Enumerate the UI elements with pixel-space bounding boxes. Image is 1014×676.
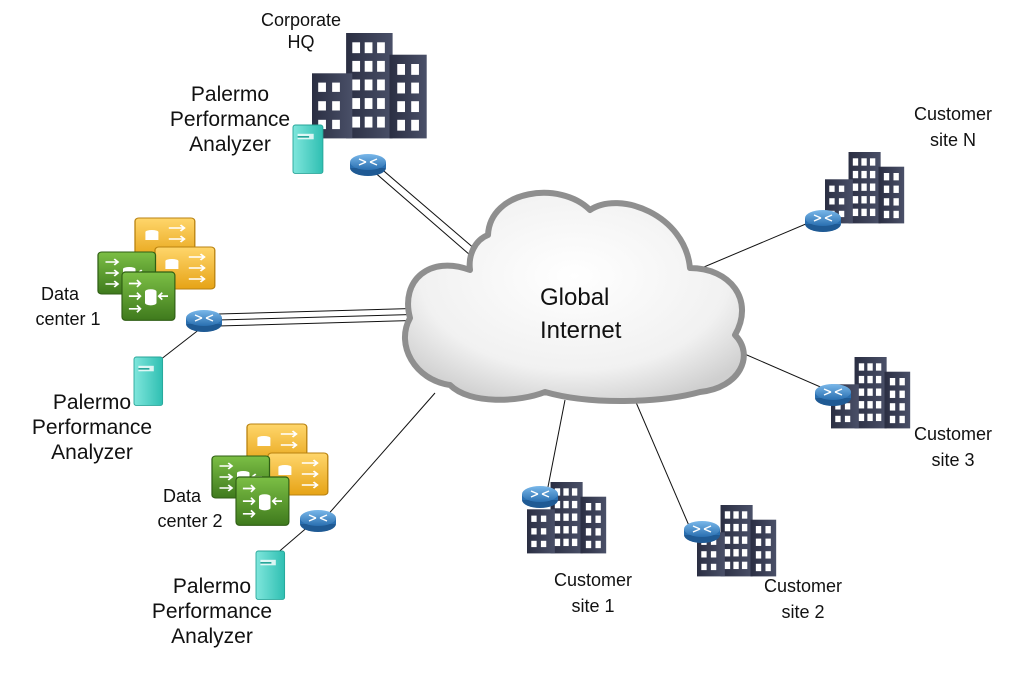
analyzer-hq-label: Palermo Performance Analyzer <box>160 82 300 158</box>
building-icon <box>825 152 905 224</box>
router-icon <box>683 520 721 544</box>
site-1-line2: site 1 <box>571 595 615 616</box>
dc2-label-line1: Data <box>162 486 202 506</box>
cloud-label-line1: Global <box>540 284 610 311</box>
analyzer-dc1-line2: Performance <box>31 416 153 440</box>
site-n-line1: Customer <box>913 104 993 124</box>
analyzer-dc1-label: Palermo Performance Analyzer <box>22 390 162 466</box>
analyzer-hq-line3: Analyzer <box>189 133 271 157</box>
analyzer-dc2-line1: Palermo <box>172 575 252 598</box>
hq-label-line2: HQ <box>287 31 315 52</box>
cloud-label: Global Internet <box>540 284 621 346</box>
site-2-line1: Customer <box>763 576 843 596</box>
dc1-label: Data center 1 <box>16 284 120 330</box>
hq-label-line1: Corporate <box>260 10 342 30</box>
dc1-label-line2: center 1 <box>35 308 101 329</box>
site-n-label: Customer site N <box>898 104 1008 151</box>
site-2-label: Customer site 2 <box>748 576 858 623</box>
cloud-label-line2: Internet <box>540 316 622 344</box>
site-3-label: Customer site 3 <box>898 424 1008 471</box>
site-1-line1: Customer <box>553 570 633 590</box>
router-icon <box>185 309 223 333</box>
site-n-line2: site N <box>929 129 976 150</box>
dc1-label-line1: Data <box>40 284 80 304</box>
analyzer-dc2-line3: Analyzer <box>171 625 253 649</box>
analyzer-hq-line1: Palermo <box>190 83 270 106</box>
router-icon <box>521 485 559 509</box>
router-icon <box>814 383 852 407</box>
router-icon <box>804 209 842 233</box>
analyzer-dc1-line3: Analyzer <box>51 441 133 465</box>
analyzer-dc2-line2: Performance <box>151 600 273 624</box>
site-1-label: Customer site 1 <box>538 570 648 617</box>
analyzer-dc1-line1: Palermo <box>52 391 132 414</box>
dc2-label: Data center 2 <box>138 486 242 532</box>
site-3-line1: Customer <box>913 424 993 444</box>
cloud-icon <box>402 189 747 405</box>
router-icon <box>299 509 337 533</box>
analyzer-hq-line2: Performance <box>169 108 291 132</box>
router-icon <box>349 153 387 177</box>
site-2-line2: site 2 <box>781 601 825 622</box>
dc2-label-line2: center 2 <box>157 510 223 531</box>
site-3-line2: site 3 <box>931 449 975 470</box>
analyzer-dc2-label: Palermo Performance Analyzer <box>142 574 282 650</box>
hq-label: Corporate HQ <box>248 10 354 53</box>
